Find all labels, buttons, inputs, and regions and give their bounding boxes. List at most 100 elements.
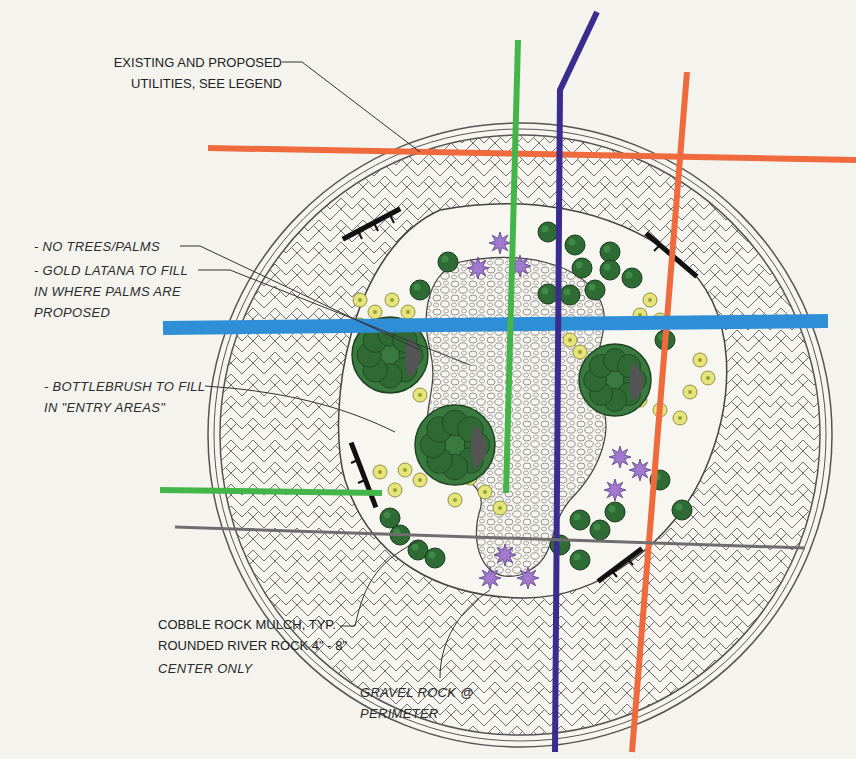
lantana — [478, 485, 492, 499]
lantana-center — [648, 298, 652, 302]
handwritten-note: - GOLD LATANA TO FILL IN WHERE PALMS ARE… — [34, 260, 204, 323]
shrub-highlight — [384, 512, 391, 519]
lantana-center — [418, 393, 422, 397]
plan-note: EXISTING AND PROPOSED UTILITIES, SEE LEG… — [92, 52, 282, 94]
lantana-center — [378, 470, 382, 474]
lantana-center — [698, 358, 702, 362]
handwritten-note: CENTER ONLY — [158, 658, 308, 679]
utility-line — [163, 321, 828, 328]
shrub — [600, 260, 620, 280]
shrub — [600, 242, 620, 262]
shrub — [565, 235, 585, 255]
boulder — [629, 362, 643, 402]
accent-plant — [494, 544, 516, 566]
bottlebrush-mass — [579, 344, 651, 416]
shrub — [538, 284, 558, 304]
utility-line — [160, 490, 382, 493]
shrub-highlight — [576, 262, 583, 269]
shrub-highlight — [564, 289, 571, 296]
lantana-center — [578, 350, 582, 354]
shrub-highlight — [442, 256, 449, 263]
lantana — [643, 293, 657, 307]
shrub-highlight — [412, 544, 419, 551]
shrub-highlight — [542, 226, 549, 233]
lantana — [385, 293, 399, 307]
shrub — [622, 268, 642, 288]
lantana — [683, 385, 697, 399]
shrub — [672, 500, 692, 520]
shrub — [570, 510, 590, 530]
lantana — [373, 465, 387, 479]
shrub-highlight — [589, 284, 596, 291]
shrub — [570, 550, 590, 570]
lantana-center — [393, 488, 397, 492]
shrub-highlight — [594, 524, 601, 531]
leader-line — [282, 62, 420, 152]
shrub-highlight — [574, 514, 581, 521]
lantana-center — [483, 490, 487, 494]
accent-plant — [479, 567, 501, 589]
shrub — [410, 280, 430, 300]
lantana — [368, 305, 382, 319]
shrub-highlight — [414, 284, 421, 291]
leader-line — [440, 590, 490, 678]
utility-line — [175, 527, 805, 548]
lantana — [573, 345, 587, 359]
lantana-center — [706, 376, 710, 380]
handwritten-note: GRAVEL ROCK @ PERIMETER — [360, 682, 475, 724]
lantana — [388, 483, 402, 497]
lantana-center — [453, 498, 457, 502]
lantana-center — [418, 478, 422, 482]
utility-line — [208, 148, 856, 160]
shrub — [585, 280, 605, 300]
shrub-highlight — [569, 239, 576, 246]
lantana-center — [568, 338, 572, 342]
utility-line — [632, 72, 687, 752]
utility-line — [555, 12, 597, 752]
lantana-center — [406, 310, 410, 314]
lantana — [693, 353, 707, 367]
shrub — [438, 252, 458, 272]
lantana — [398, 463, 412, 477]
boulder — [471, 425, 487, 469]
leader-line — [340, 540, 420, 626]
leader-line — [198, 270, 470, 365]
lantana-center — [498, 506, 502, 510]
shrub-highlight — [604, 246, 611, 253]
outer-ring — [208, 123, 832, 747]
bench — [352, 445, 375, 505]
lantana-center — [358, 298, 362, 302]
accent-plant — [467, 257, 489, 279]
accent-plant — [489, 232, 511, 254]
shrub — [560, 285, 580, 305]
accent-plant — [604, 479, 626, 501]
bottlebrush-mass — [415, 405, 495, 485]
shrub — [550, 535, 570, 555]
lantana — [413, 388, 427, 402]
shrub-highlight — [626, 272, 633, 279]
lantana — [673, 411, 687, 425]
plan-note: COBBLE ROCK MULCH, TYP. ROUNDED RIVER RO… — [158, 614, 358, 656]
shrub-highlight — [542, 288, 549, 295]
bench — [345, 210, 398, 238]
accent-plant — [629, 459, 651, 481]
cobble-center — [426, 258, 606, 577]
lantana — [448, 493, 462, 507]
lantana-center — [403, 468, 407, 472]
shrub — [380, 508, 400, 528]
accent-plant — [609, 446, 631, 468]
lantana-center — [678, 416, 682, 420]
lantana — [401, 305, 415, 319]
lantana — [493, 501, 507, 515]
bench — [600, 550, 640, 580]
lantana-center — [373, 310, 377, 314]
lantana — [413, 473, 427, 487]
leader-line — [205, 386, 395, 432]
shrub — [572, 258, 592, 278]
lantana — [353, 293, 367, 307]
shrub-highlight — [604, 264, 611, 271]
shrub-highlight — [574, 554, 581, 561]
lantana — [563, 333, 577, 347]
lantana — [701, 371, 715, 385]
bench — [345, 210, 695, 580]
